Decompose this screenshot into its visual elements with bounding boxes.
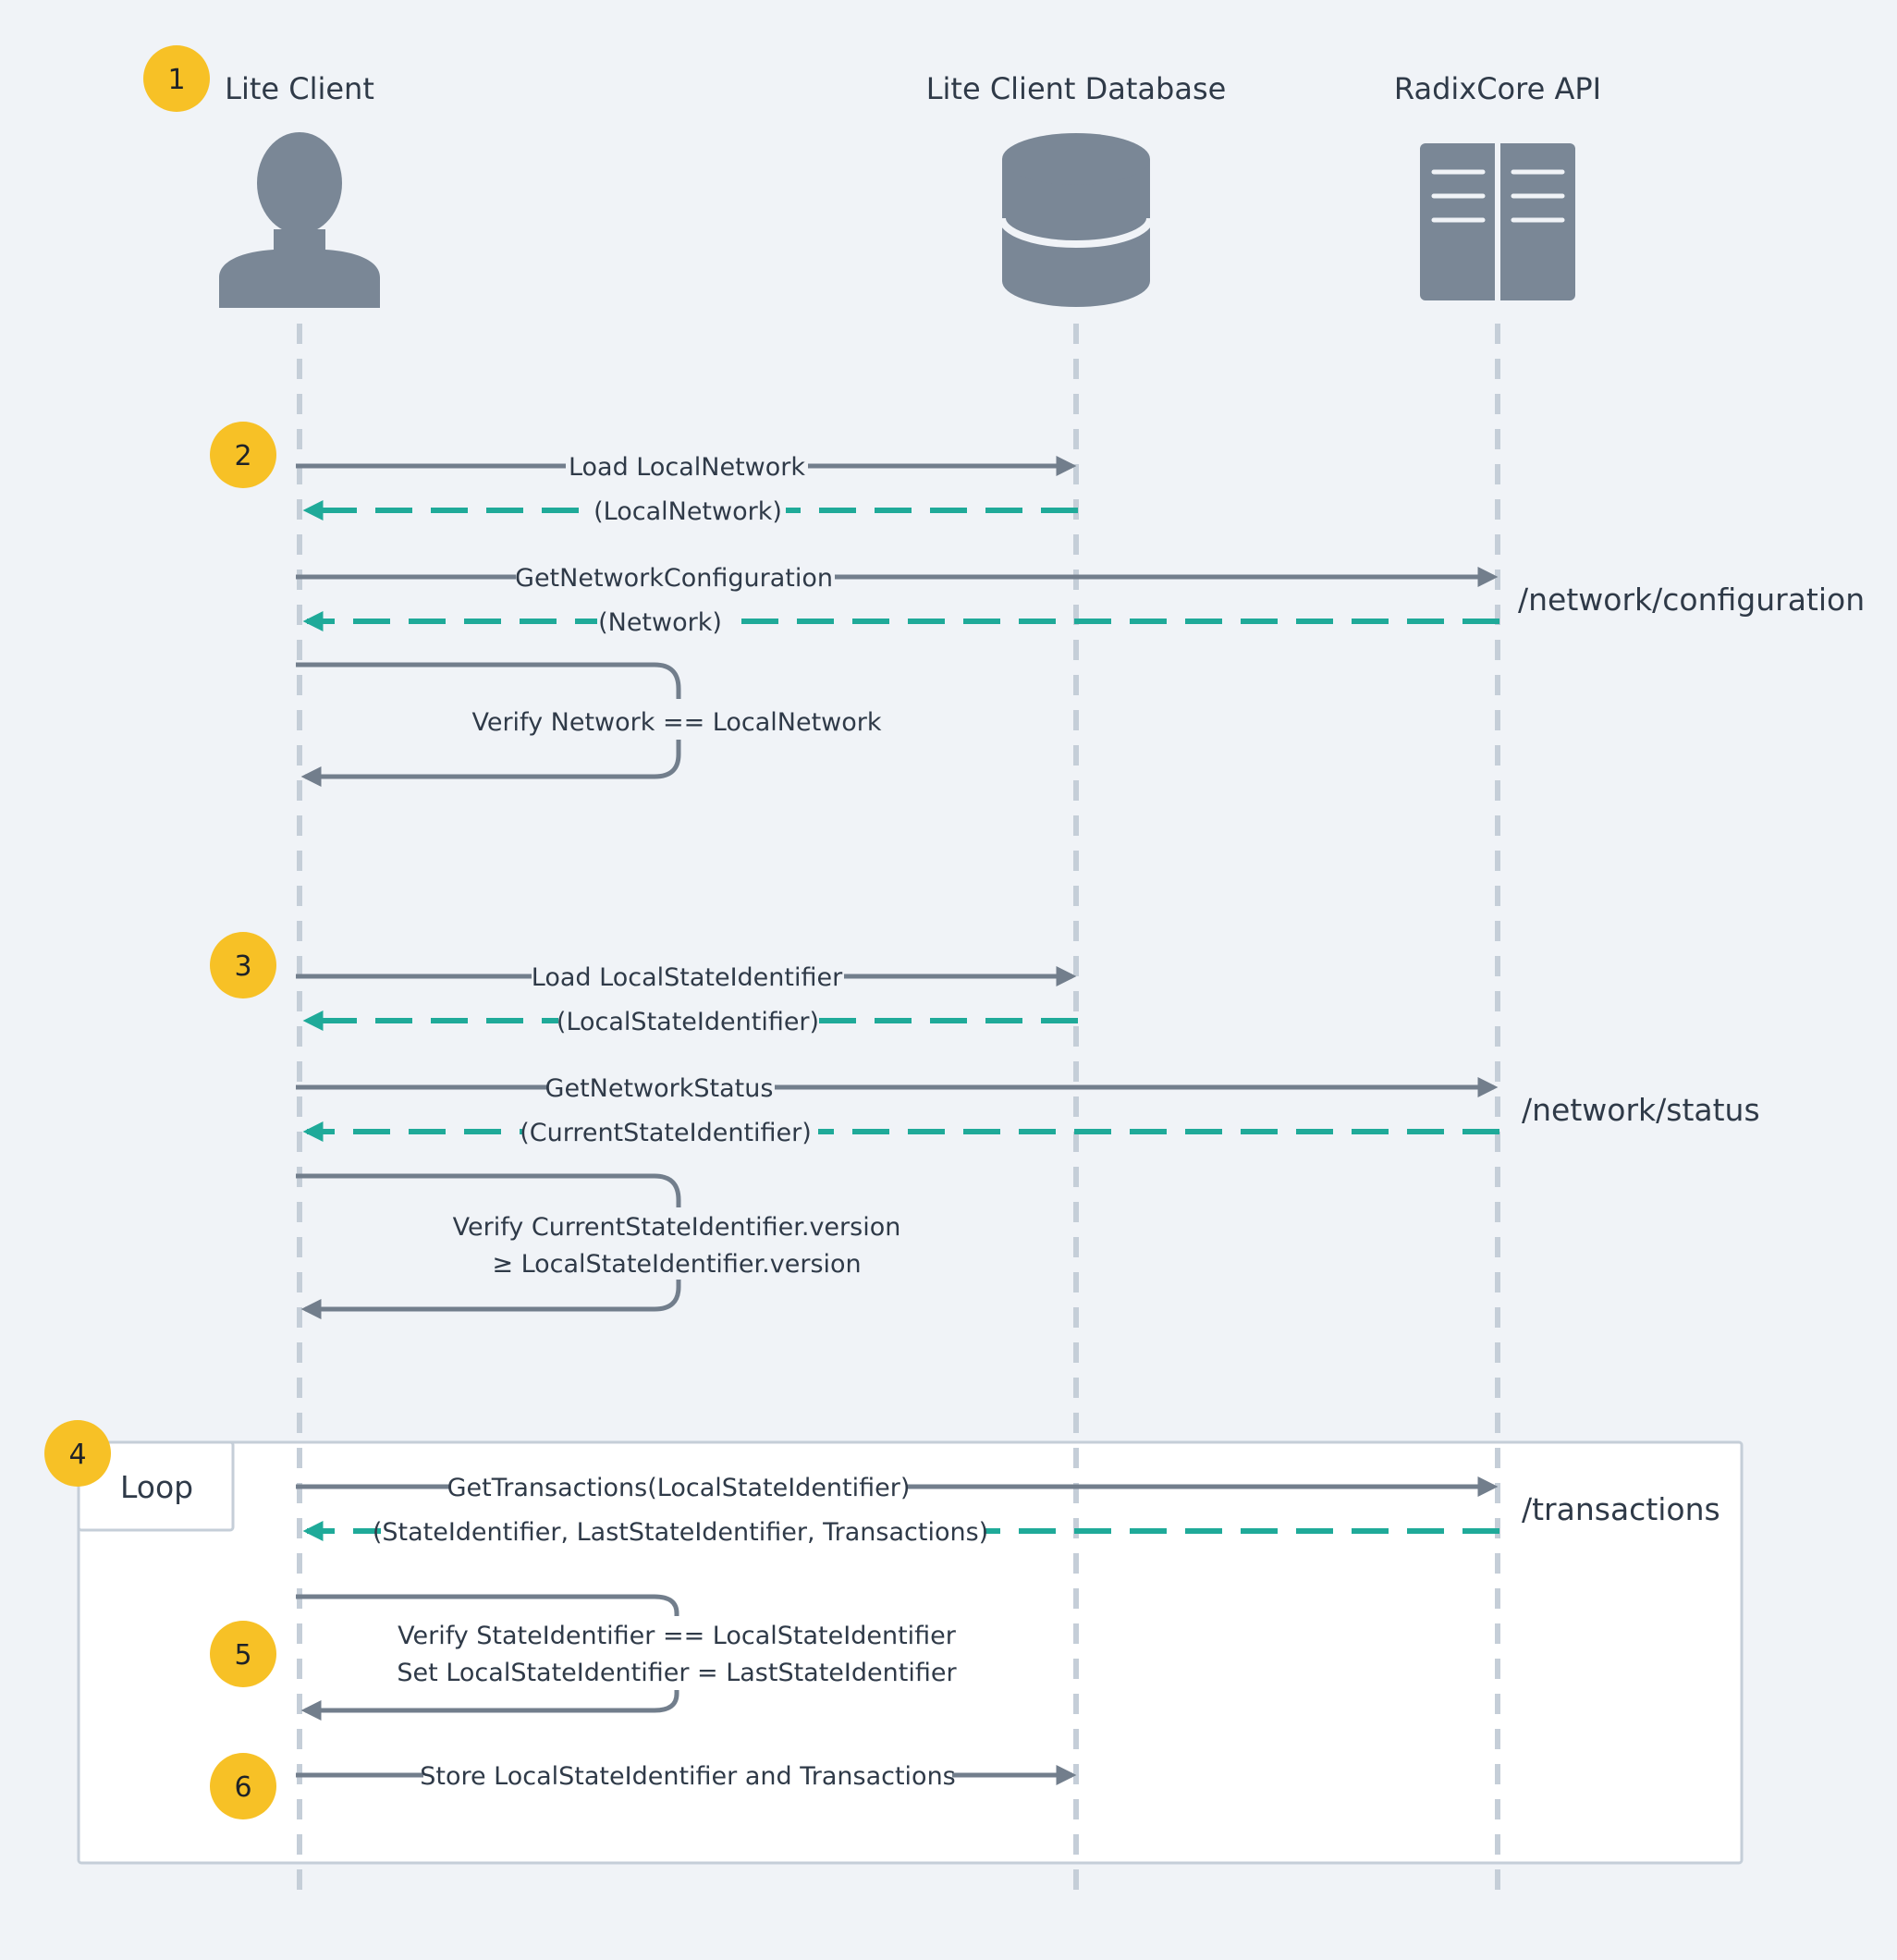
msg-get-network-status: GetNetworkStatus	[296, 1071, 1499, 1104]
msg-local-network-return-label: (LocalNetwork)	[594, 497, 782, 526]
loop-frame: Loop	[77, 1440, 1744, 1865]
step-badge-1-label: 1	[167, 64, 185, 96]
msg-get-network-status-label: GetNetworkStatus	[545, 1074, 774, 1103]
msg-verify-version-line1: Verify CurrentStateIdentifier.version	[453, 1213, 901, 1242]
msg-store: Store LocalStateIdentifier and Transacti…	[296, 1758, 1077, 1792]
step-badge-2-label: 2	[234, 440, 251, 472]
msg-load-local-state-identifier-label: Load LocalStateIdentifier	[532, 963, 843, 992]
endpoint-network-status: /network/status	[1522, 1092, 1760, 1128]
step-badge-6-label: 6	[234, 1771, 251, 1804]
database-icon	[998, 133, 1154, 307]
endpoint-transactions: /transactions	[1522, 1491, 1720, 1527]
step-badge-4-label: 4	[68, 1439, 86, 1471]
msg-get-transactions-label: GetTransactions(LocalStateIdentifier)	[447, 1474, 911, 1502]
msg-verify-version: Verify CurrentStateIdentifier.version ≥ …	[296, 1173, 901, 1309]
msg-verify-network-label: Verify Network == LocalNetwork	[471, 708, 881, 737]
step-badge-2: 2	[210, 422, 276, 488]
msg-transactions-return: (StateIdentifier, LastStateIdentifier, T…	[302, 1514, 1499, 1548]
step-badge-4: 4	[44, 1420, 111, 1487]
endpoint-network-configuration: /network/configuration	[1518, 582, 1865, 618]
msg-store-label: Store LocalStateIdentifier and Transacti…	[420, 1762, 956, 1791]
msg-load-local-network-label: Load LocalNetwork	[569, 453, 805, 482]
msg-network-return-label: (Network)	[598, 608, 722, 637]
msg-transactions-return-label: (StateIdentifier, LastStateIdentifier, T…	[373, 1518, 988, 1547]
loop-label: Loop	[120, 1469, 193, 1505]
msg-load-local-state-identifier: Load LocalStateIdentifier	[296, 960, 1077, 993]
step-badge-3-label: 3	[234, 950, 251, 983]
actor-label-lite-client: Lite Client	[225, 71, 374, 106]
step-badge-1: 1	[143, 45, 210, 112]
msg-load-local-network: Load LocalNetwork	[296, 449, 1077, 483]
actor-label-api: RadixCore API	[1394, 71, 1601, 106]
actor-label-database: Lite Client Database	[926, 71, 1227, 106]
step-badge-6: 6	[210, 1753, 276, 1819]
msg-get-transactions: GetTransactions(LocalStateIdentifier)	[296, 1470, 1499, 1503]
msg-verify-network: Verify Network == LocalNetwork	[296, 662, 882, 777]
msg-verify-state: Verify StateIdentifier == LocalStateIden…	[296, 1594, 957, 1710]
msg-verify-version-line2: ≥ LocalStateIdentifier.version	[492, 1250, 861, 1279]
msg-network-return: (Network)	[302, 605, 1499, 638]
user-icon	[219, 132, 380, 308]
msg-current-state-identifier-return: (CurrentStateIdentifier)	[302, 1115, 1499, 1148]
step-badge-5: 5	[210, 1621, 276, 1687]
msg-get-network-configuration: GetNetworkConfiguration	[296, 560, 1499, 594]
msg-verify-state-line2: Set LocalStateIdentifier = LastStateIden…	[397, 1659, 957, 1687]
msg-local-state-identifier-return: (LocalStateIdentifier)	[302, 1004, 1078, 1037]
step-badge-3: 3	[210, 932, 276, 998]
msg-get-network-configuration-label: GetNetworkConfiguration	[515, 564, 833, 593]
msg-current-state-identifier-return-label: (CurrentStateIdentifier)	[520, 1119, 812, 1147]
server-icon	[1420, 143, 1575, 300]
msg-verify-state-line1: Verify StateIdentifier == LocalStateIden…	[398, 1622, 957, 1650]
msg-local-state-identifier-return-label: (LocalStateIdentifier)	[557, 1008, 819, 1036]
step-badge-5-label: 5	[234, 1639, 251, 1672]
msg-local-network-return: (LocalNetwork)	[302, 494, 1078, 527]
